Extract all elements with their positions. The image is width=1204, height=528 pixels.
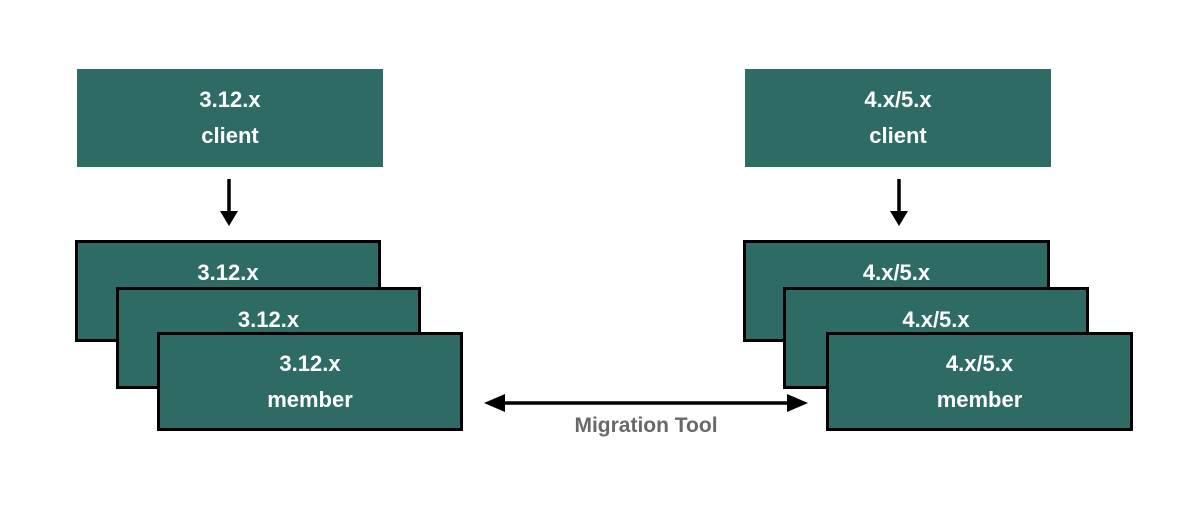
client-role-label: client	[201, 123, 259, 148]
client-box-4x-5x: 4.x/5.x client	[745, 69, 1051, 167]
member-version-label: 4.x/5.x	[902, 307, 970, 332]
member-version-label: 3.12.x	[237, 307, 300, 332]
member-version-label: 4.x/5.x	[862, 260, 931, 285]
member-box-3-12-front: 3.12.x member	[157, 332, 463, 431]
member-role-label: member	[267, 386, 353, 412]
client-box-3-12: 3.12.x client	[77, 69, 383, 167]
member-box-4x-5x-front: 4.x/5.x member	[826, 332, 1133, 431]
client-role-label: client	[869, 123, 927, 148]
down-arrow-icon	[890, 179, 908, 226]
client-version-label: 4.x/5.x	[864, 87, 932, 112]
client-version-label: 3.12.x	[199, 87, 261, 112]
double-arrow-icon	[484, 394, 808, 412]
member-version-label: 4.x/5.x	[945, 350, 1014, 376]
member-version-label: 3.12.x	[279, 350, 341, 376]
member-role-label: member	[936, 386, 1023, 412]
down-arrow-icon	[220, 179, 238, 226]
member-version-label: 3.12.x	[197, 260, 259, 285]
migration-tool-label: Migration Tool	[574, 414, 718, 437]
